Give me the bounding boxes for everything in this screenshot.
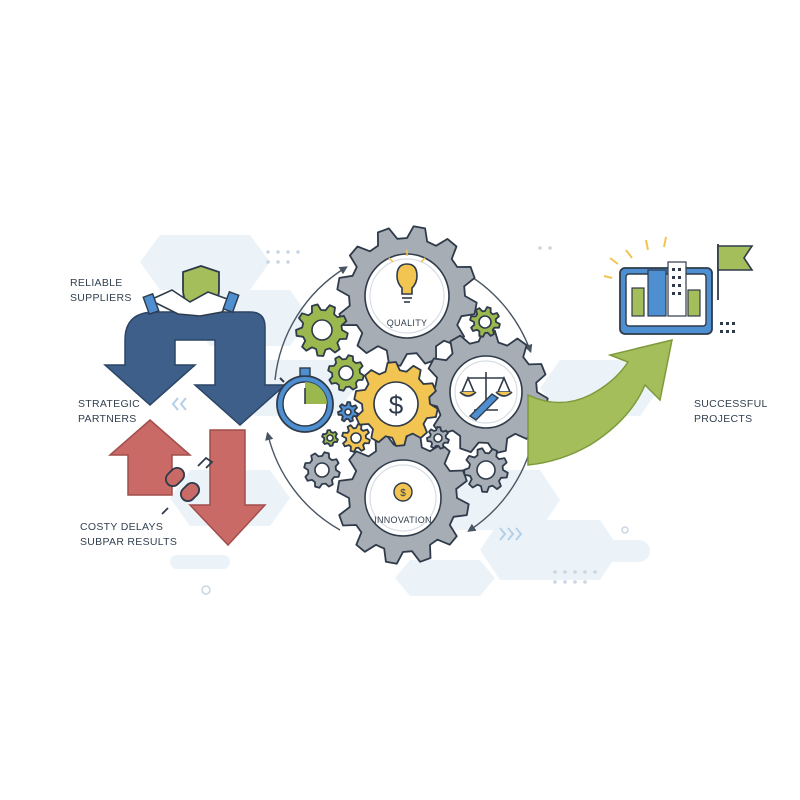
quality-gear <box>336 225 478 367</box>
small-green-gear-3 <box>469 306 501 338</box>
subpar-results-line: SUBPAR RESULTS <box>80 536 178 548</box>
small-yellow-gear <box>341 423 371 453</box>
green-arrow <box>527 338 673 466</box>
quality-gear-label: QUALITY <box>387 318 428 328</box>
small-gray-gear-1 <box>426 426 450 450</box>
small-gray-gear-2 <box>303 451 341 489</box>
costly-delays-label: COSTY DELAYS SUBPAR RESULTS <box>80 520 177 550</box>
strategic-label-line: STRATEGIC <box>78 398 141 410</box>
center-dollar-symbol: $ <box>389 390 404 420</box>
dollar-icon: $ <box>373 381 419 427</box>
building-icon <box>603 236 735 335</box>
background-dots <box>266 246 597 584</box>
innovation-dollar-symbol: $ <box>400 488 406 499</box>
small-green-gear-1 <box>295 303 349 357</box>
reliable-suppliers-label: RELIABLE SUPPLIERS <box>70 276 132 306</box>
innovation-gear-label: INNOVATION <box>374 515 432 525</box>
flag-icon <box>717 244 754 300</box>
successful-projects-label: SUCCESSFUL PROJECTS <box>694 397 768 427</box>
successful-label-line: SUCCESSFUL <box>694 398 768 410</box>
lightbulb-icon <box>388 250 426 303</box>
handshake-shield-icon <box>142 265 240 317</box>
tiny-green-gear <box>321 429 339 447</box>
wrench-icon <box>468 393 500 421</box>
reliable-label-line: RELIABLE <box>70 277 123 289</box>
strategic-partners-label: STRATEGIC PARTNERS <box>78 397 140 427</box>
small-blue-gear <box>337 401 359 423</box>
stopwatch-icon <box>276 367 334 433</box>
projects-label-line: PROJECTS <box>694 413 753 425</box>
gear-cluster <box>295 225 549 565</box>
suppliers-label-line: SUPPLIERS <box>70 292 132 304</box>
partners-label-line: PARTNERS <box>78 413 137 425</box>
broken-chain-icon <box>161 456 214 515</box>
small-green-gear-2 <box>327 354 365 392</box>
chevron-decor <box>171 397 523 541</box>
small-gray-gear-3 <box>463 447 509 493</box>
costly-delays-line: COSTY DELAYS <box>80 521 164 533</box>
navy-arrow <box>103 311 287 427</box>
innovation-gear-icon: $ <box>393 482 413 502</box>
